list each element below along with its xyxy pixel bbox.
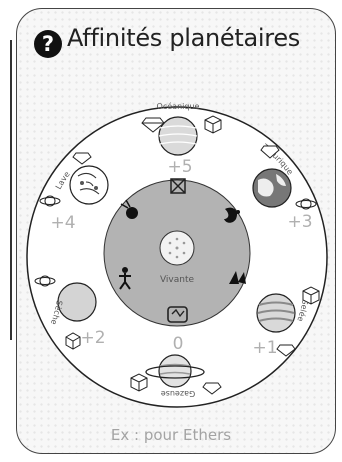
planet-value-lave: +4 [50,213,75,233]
center-label: Vivante [160,275,195,285]
planet-value-oceanique: +5 [167,157,192,177]
planet-value-tellurique: +3 [287,212,312,232]
planet-tellurique [253,169,291,207]
planet-value-seche: +2 [80,328,105,348]
cube-icon [205,116,221,133]
planet-value-gelee: +1 [252,338,277,358]
cube-icon [131,374,147,391]
card-footer: Ex : pour Ethers [0,426,342,444]
cube-icon [66,333,80,349]
cube-icon [303,287,319,304]
planet-label-gazeuse: Gazeuse [161,389,195,398]
planet-oceanique [159,117,197,155]
planet-gelee [257,294,295,332]
planet-label-oceanique: Océanique [157,101,200,111]
planet-lave [70,166,108,204]
planet-value-gazeuse: 0 [173,334,184,354]
